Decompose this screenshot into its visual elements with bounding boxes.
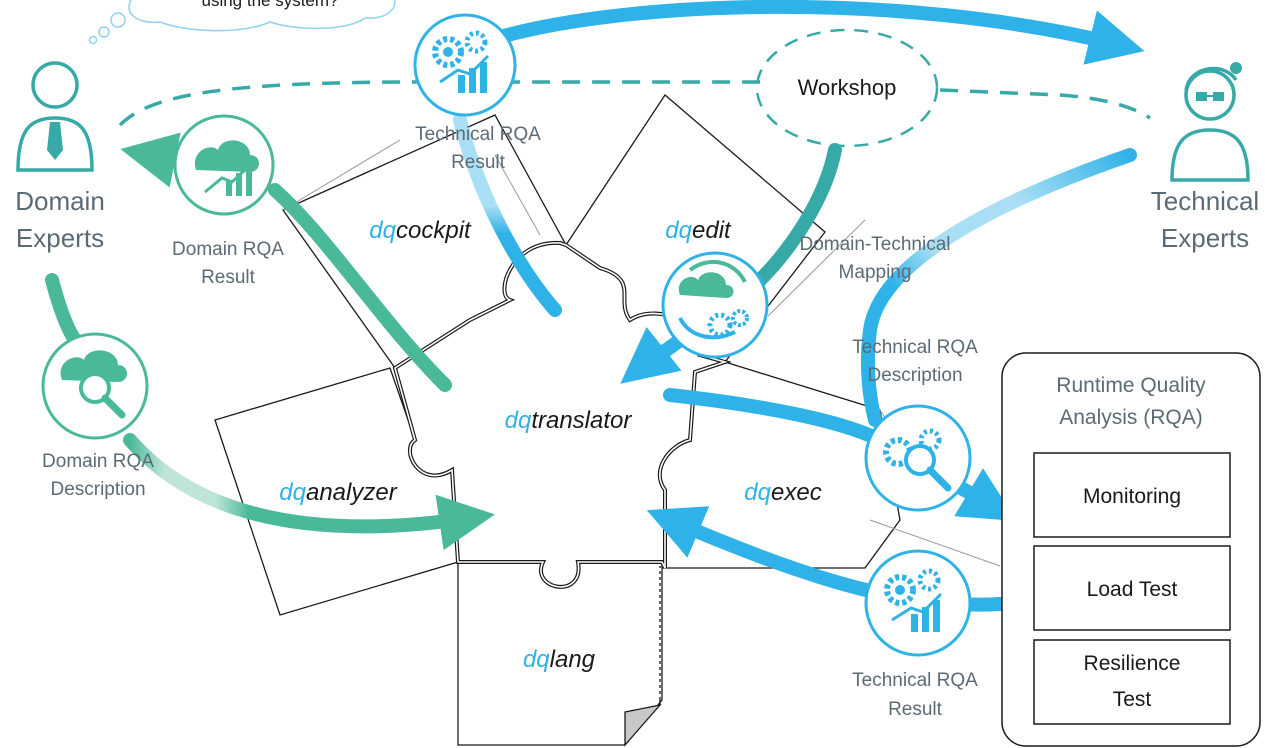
gears-magnifier-icon [864,404,972,512]
puzzle-label-translator: dqtranslator [505,407,633,434]
puzzle-label-analyzer: dqanalyzer [279,479,397,506]
domain-experts-line2: Experts [16,223,104,253]
mapping-label-line2: Mapping [839,262,912,283]
puzzle-label-cockpit: dqcockpit [369,217,472,244]
arrow-domain-result-to-experts [120,132,182,188]
workshop-dashed-lines [118,28,1151,148]
arrow-experts-to-description [45,273,82,347]
technical-experts-line1: Technical [1151,186,1259,216]
gears-chart-icon [864,549,972,657]
mapping-label-line1: Domain-Technical [799,234,950,255]
domain-rqa-description-line1: Domain RQA [42,451,154,472]
puzzle-name-lang: lang [550,646,596,673]
domain-rqa-description-line2: Description [50,479,145,500]
cloud-chart-icon [173,114,275,216]
puzzle-name-analyzer: analyzer [306,479,398,506]
cloud-magnifier-icon [41,332,149,440]
arrow-technical-to-description [860,148,1137,427]
puzzle-name-exec: exec [771,479,822,506]
rqa-item-monitoring: Monitoring [1083,485,1181,508]
tech-rqa-result-bottom-line1: Technical RQA [852,670,978,691]
tech-rqa-description-line2: Description [867,365,962,386]
arrow-description-to-analyzer [123,433,495,551]
puzzle-prefix: dq [665,217,692,244]
tech-rqa-result-top-line2: Result [451,152,506,173]
technical-expert-icon [1170,62,1250,182]
puzzle-prefix: dq [744,479,771,506]
thought-bubble-icon [88,0,396,45]
puzzle-prefix: dq [279,479,306,506]
arrow-result-to-technical [483,0,1145,65]
rqa-item-load-test: Load Test [1087,578,1178,601]
puzzle-name-translator: translator [531,407,632,434]
arrow-translator-to-description [663,388,887,447]
puzzle-prefix: dq [369,217,396,244]
tech-rqa-result-bottom-line2: Result [888,699,943,720]
domain-expert-icon [16,61,94,172]
arrow-mapping-to-translator [620,326,687,384]
puzzle-prefix: dq [505,407,532,434]
puzzle-name-edit: edit [692,217,732,244]
technical-experts-line2: Experts [1161,223,1249,253]
tech-rqa-result-top-line1: Technical RQA [415,124,541,145]
domain-rqa-result-line2: Result [201,267,256,288]
connector-lines [282,139,1001,567]
cloud-gears-cycle-icon [661,251,769,359]
thought-bubble-text: using the system? [201,0,338,10]
rqa-panel-title-line1: Runtime Quality [1056,374,1206,397]
puzzle-label-exec: dqexec [744,479,821,506]
rqa-item-resilience-line2: Test [1113,688,1152,711]
arrow-translator-to-domain-result [268,183,452,392]
puzzle-prefix: dq [523,646,550,673]
flow-arrows [45,0,1145,612]
rqa-item-box [1033,452,1231,538]
puzzle-pieces [214,94,901,747]
domain-rqa-result-line1: Domain RQA [172,239,284,260]
rqa-item-box [1033,545,1231,631]
tech-rqa-description-line1: Technical RQA [852,337,978,358]
puzzle-label-lang: dqlang [523,646,596,673]
rqa-panel: Runtime Quality Analysis (RQA) Monitorin… [1001,352,1261,747]
rqa-item-box [1033,639,1231,725]
puzzle-name-cockpit: cockpit [396,217,472,244]
workshop-label: Workshop [798,75,897,100]
arrow-result-from-translator [453,113,562,317]
arrow-workshop-to-mapping [753,143,842,287]
gears-chart-icon [413,13,517,117]
domain-experts-line1: Domain [15,186,105,216]
puzzle-label-edit: dqedit [665,217,732,244]
rqa-panel-title-line2: Analysis (RQA) [1059,406,1203,429]
rqa-item-resilience-line1: Resilience [1084,652,1181,675]
